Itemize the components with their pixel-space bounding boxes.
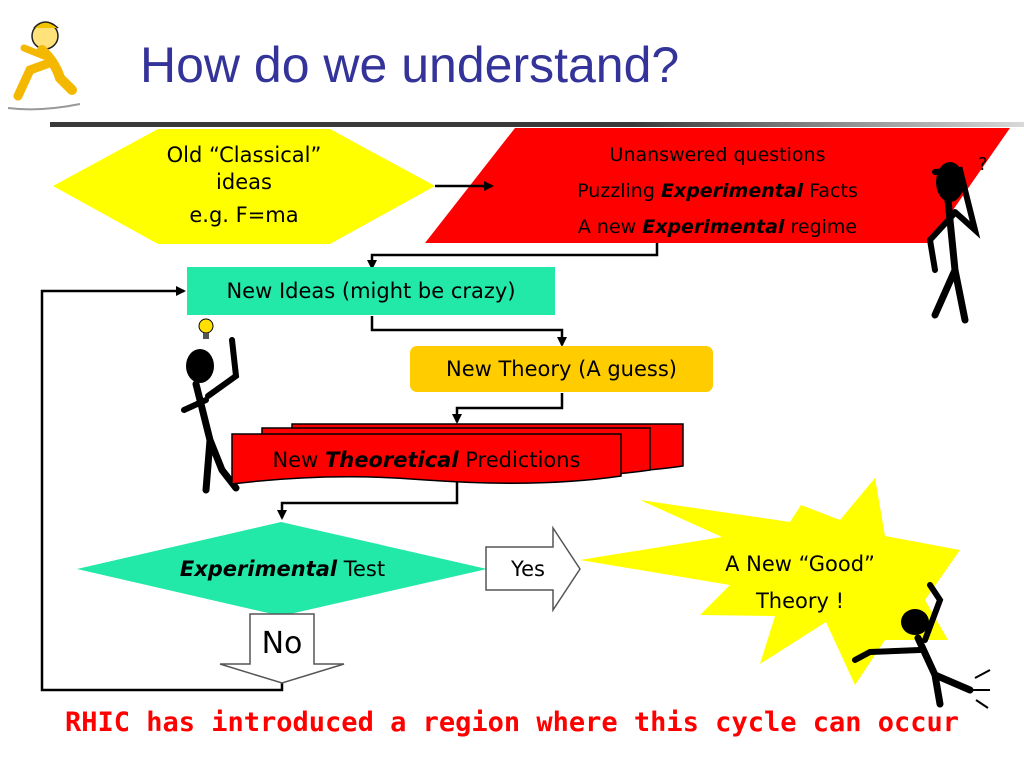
unanswered-line2-em: Experimental bbox=[660, 180, 804, 202]
title-underline bbox=[50, 122, 1024, 127]
yes-label: Yes bbox=[511, 557, 545, 581]
new-theory-box bbox=[410, 346, 713, 392]
classical-ideas-line2: ideas bbox=[216, 170, 272, 194]
unanswered-line3-em: Experimental bbox=[642, 216, 785, 238]
classical-ideas-line1: Old “Classical” bbox=[166, 143, 322, 167]
good-theory-text: A New “Good” Theory ! bbox=[690, 546, 910, 620]
unanswered-line1: Unanswered questions bbox=[609, 144, 826, 166]
predictions-label: New Theoretical Predictions bbox=[232, 447, 621, 473]
unanswered-line2-post: Facts bbox=[803, 180, 858, 202]
predictions-post: Predictions bbox=[458, 448, 581, 472]
unanswered-line3-post: regime bbox=[784, 216, 858, 238]
good-theory-line2: Theory ! bbox=[755, 589, 845, 613]
experimental-test-label: Experimental Test bbox=[100, 556, 465, 582]
unanswered-line2: Puzzling Experimental Facts bbox=[520, 173, 915, 209]
predictions-pre: New bbox=[272, 448, 325, 472]
svg-text:?: ? bbox=[978, 154, 988, 175]
predictions-shape bbox=[231, 423, 684, 485]
footer-caption: RHIC has introduced a region where this … bbox=[64, 707, 960, 738]
predictions-em: Theoretical bbox=[324, 448, 459, 472]
new-ideas-box bbox=[187, 267, 555, 315]
good-theory-line1: A New “Good” bbox=[725, 552, 875, 576]
puzzled-figure-icon: ? bbox=[926, 154, 988, 324]
running-cartoon-icon bbox=[7, 21, 81, 111]
new-theory-label: New Theory (A guess) bbox=[446, 357, 677, 381]
unanswered-questions-text: Unanswered questions Puzzling Experiment… bbox=[520, 137, 915, 245]
no-label: No bbox=[261, 626, 303, 661]
experimental-test-shape bbox=[77, 522, 487, 616]
classical-ideas-shape bbox=[53, 129, 435, 244]
good-theory-burst bbox=[580, 478, 960, 685]
classical-ideas-text: Old “Classical” ideas e.g. F=ma bbox=[158, 139, 330, 232]
unanswered-line3-pre: A new bbox=[577, 216, 643, 238]
page-title: How do we understand? bbox=[140, 37, 680, 93]
no-arrow bbox=[219, 613, 345, 684]
unanswered-line3: A new Experimental regime bbox=[520, 209, 915, 245]
celebrating-figure-icon bbox=[852, 582, 991, 709]
unanswered-line2-pre: Puzzling bbox=[577, 180, 661, 202]
classical-ideas-example: e.g. F=ma bbox=[189, 203, 299, 227]
thinker-lightbulb-icon bbox=[181, 318, 240, 494]
new-ideas-label: New Ideas (might be crazy) bbox=[226, 279, 516, 303]
yes-arrow bbox=[485, 525, 581, 613]
connector-lines bbox=[40, 181, 659, 692]
experimental-test-post: Test bbox=[337, 557, 386, 581]
unanswered-questions-shape bbox=[425, 128, 1010, 243]
experimental-test-em: Experimental bbox=[179, 557, 338, 581]
